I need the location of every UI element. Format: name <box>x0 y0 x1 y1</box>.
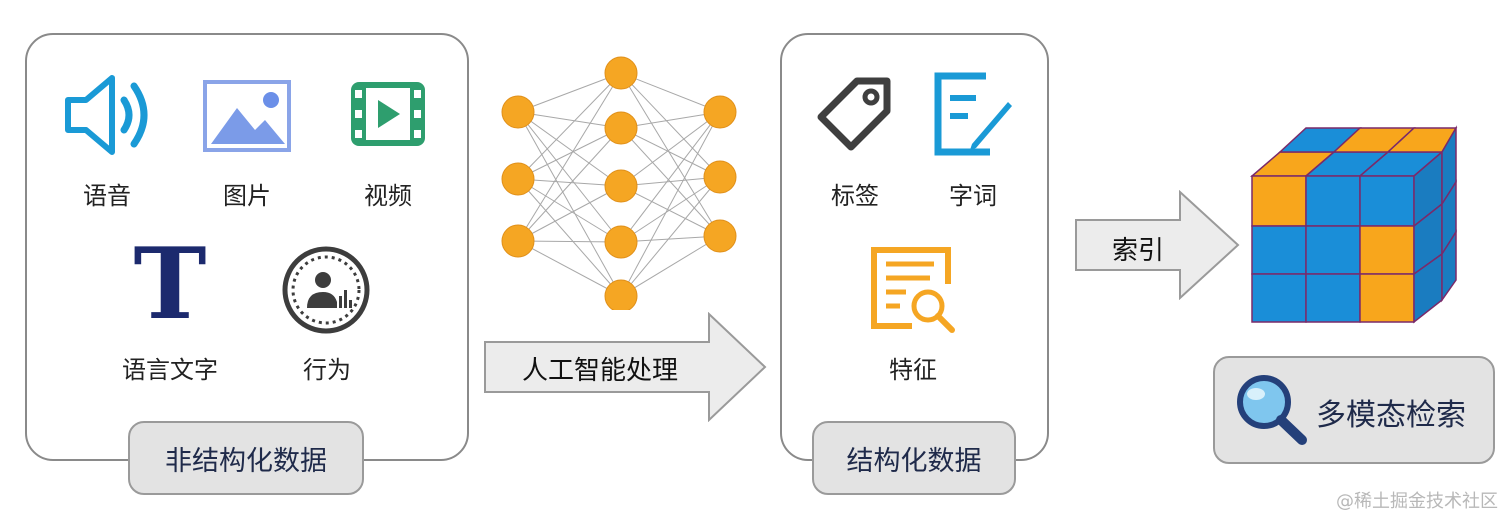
multimodal-search-label: 多模态检索 <box>1316 398 1466 433</box>
feature-search-icon <box>871 247 955 333</box>
index-arrow <box>1075 190 1240 300</box>
picture-icon <box>203 80 291 152</box>
item-label-behavior: 行为 <box>303 356 351 384</box>
item-label-image: 图片 <box>223 182 271 210</box>
neural-network-diagram <box>501 56 737 310</box>
speaker-icon <box>65 75 148 155</box>
unstructured-data-tag: 非结构化数据 <box>128 421 364 495</box>
item-label-text: 语言文字 <box>122 356 218 384</box>
edit-document-icon <box>934 72 1012 156</box>
watermark: @稀土掘金技术社区 <box>1336 491 1498 512</box>
item-label-video: 视频 <box>364 182 412 210</box>
item-label-tag: 标签 <box>831 182 879 210</box>
magnifier-icon <box>1237 375 1307 445</box>
structured-data-tag: 结构化数据 <box>812 421 1016 495</box>
text-icon: T <box>133 227 207 342</box>
ai-processing-arrow <box>484 312 767 422</box>
data-cube-graphic <box>1249 125 1458 324</box>
behavior-icon <box>282 246 370 334</box>
item-label-word: 字词 <box>949 182 997 210</box>
video-icon <box>351 82 425 146</box>
tag-icon <box>817 77 891 151</box>
item-label-voice: 语音 <box>83 182 131 210</box>
index-label: 索引 <box>1112 236 1165 266</box>
ai-processing-label: 人工智能处理 <box>522 356 679 386</box>
item-label-feature: 特征 <box>889 356 937 384</box>
